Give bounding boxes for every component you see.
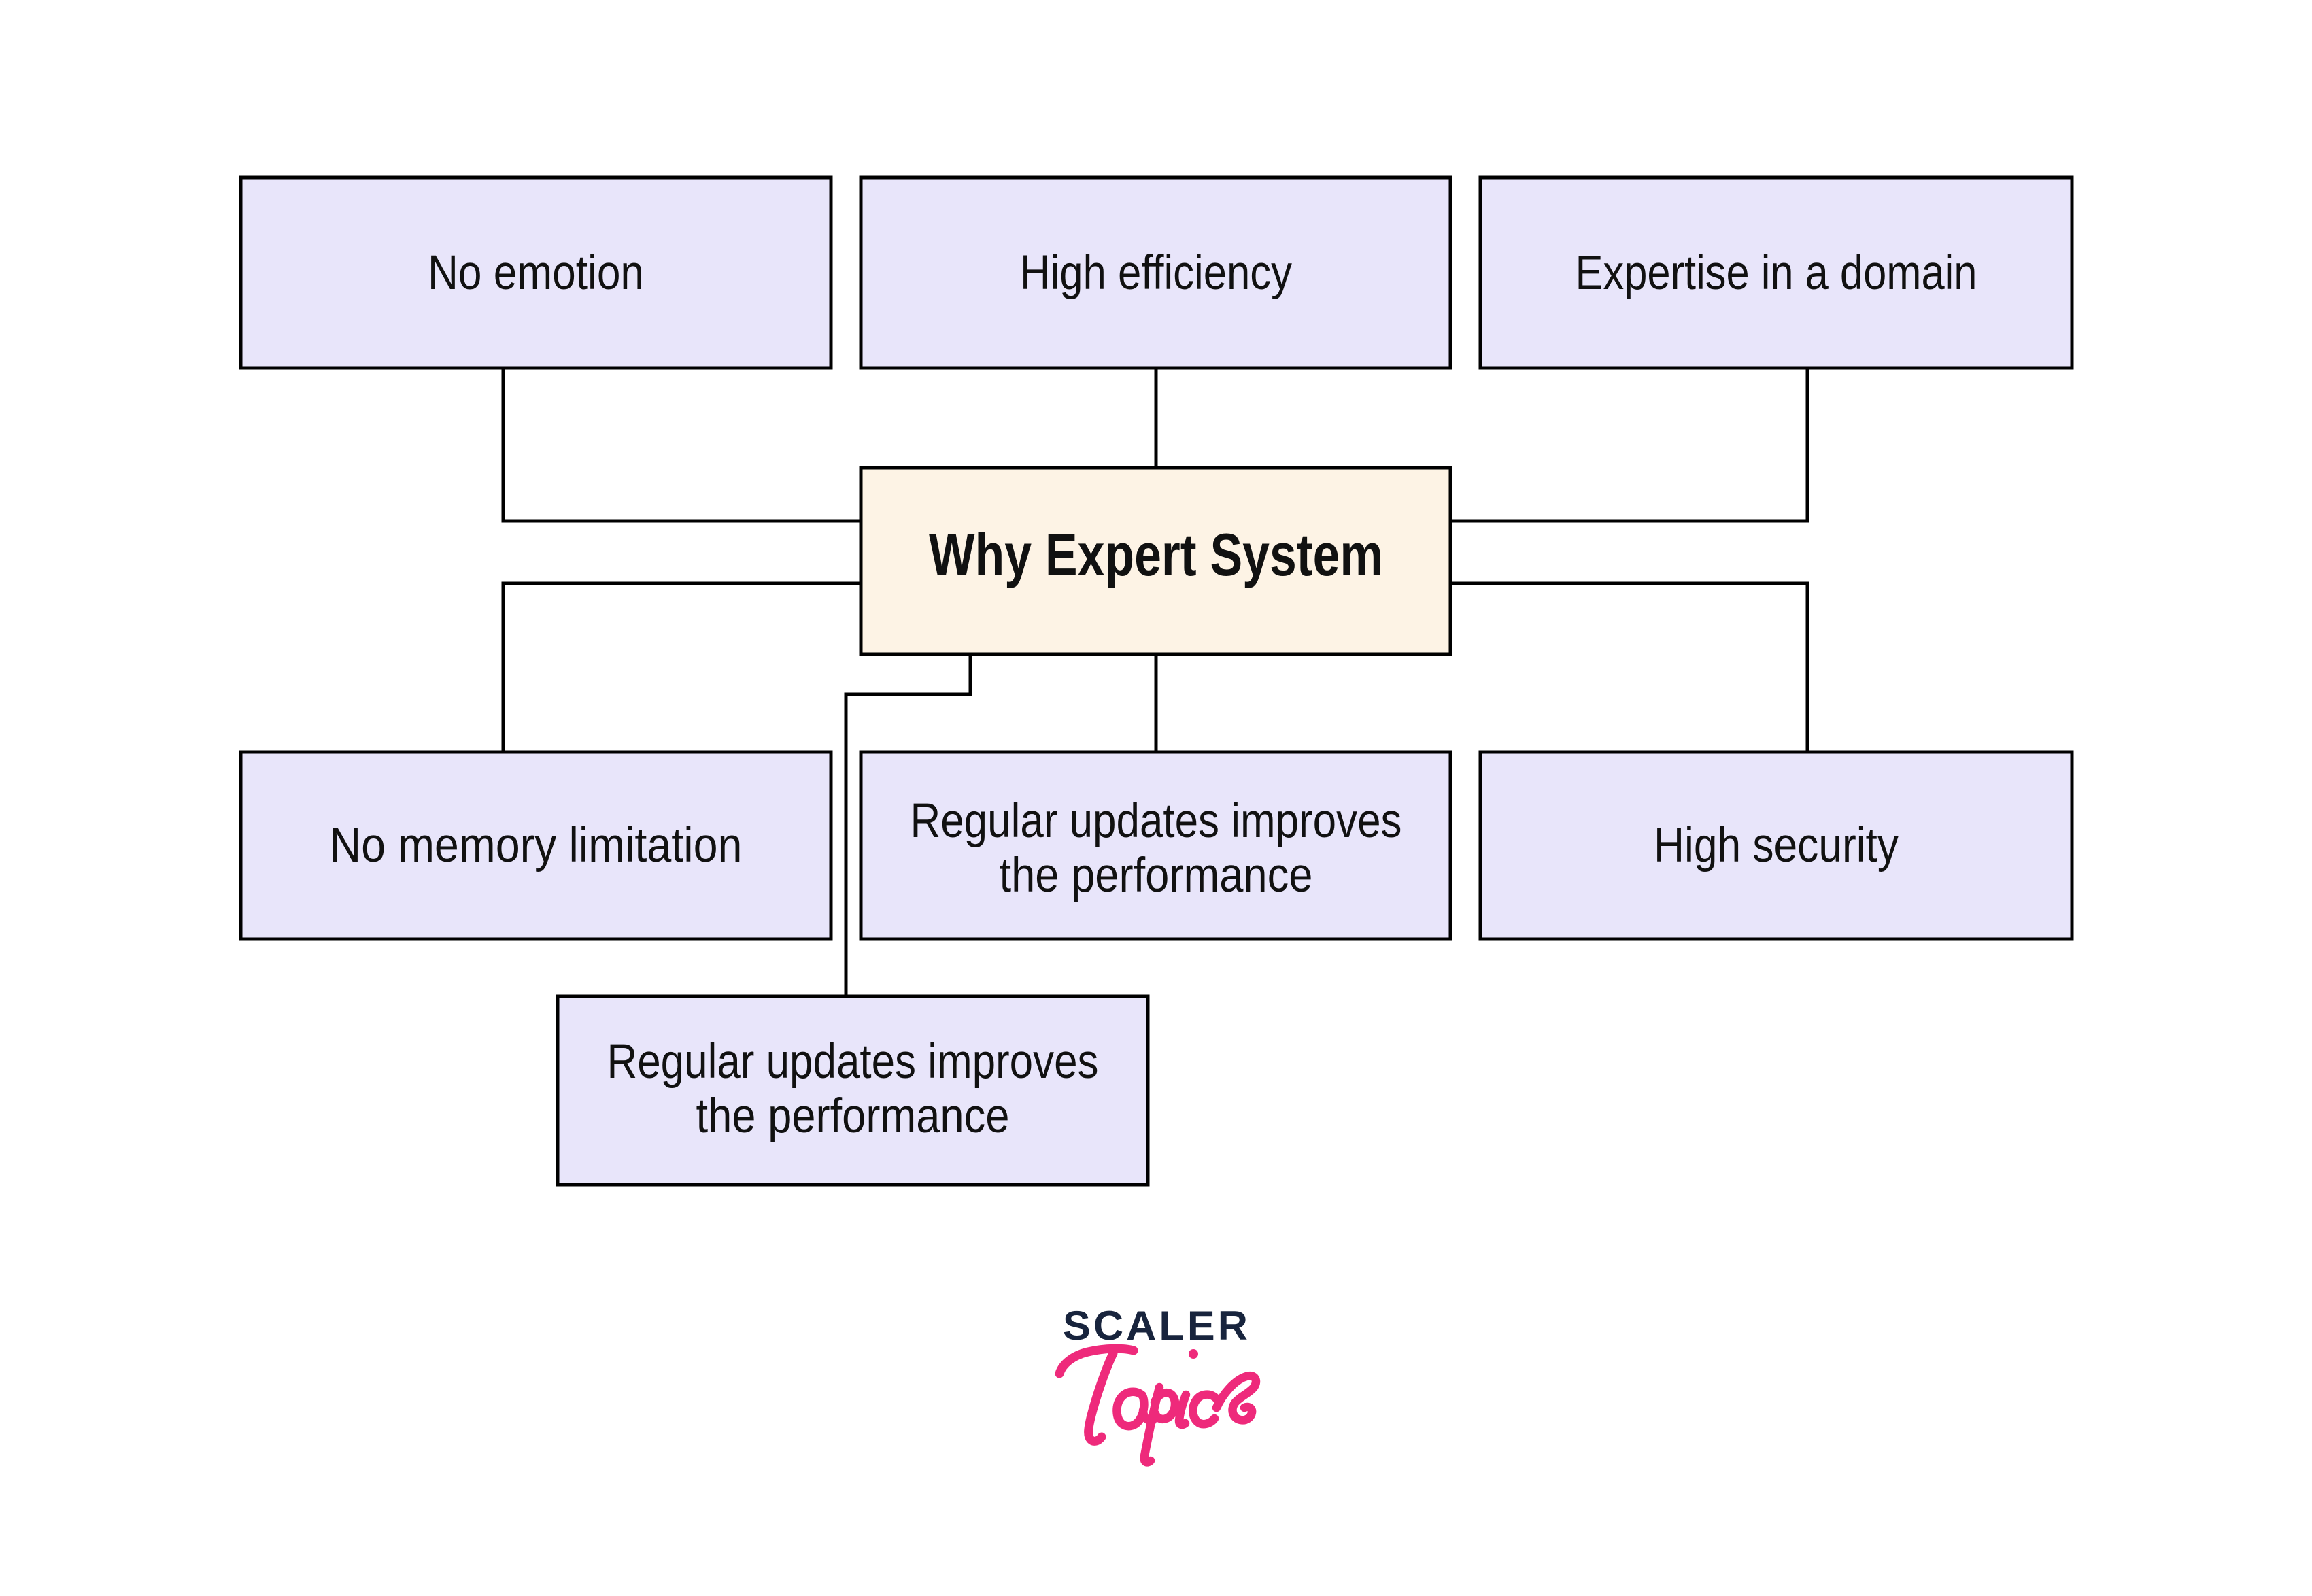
svg-text:the performance: the performance xyxy=(1000,849,1313,902)
svg-text:Regular updates improves: Regular updates improves xyxy=(607,1035,1099,1089)
svg-text:High efficiency: High efficiency xyxy=(1020,246,1292,300)
svg-text:No emotion: No emotion xyxy=(428,246,644,300)
svg-text:Expertise in a domain: Expertise in a domain xyxy=(1576,246,1977,300)
svg-text:SCALER: SCALER xyxy=(1063,1303,1251,1348)
svg-text:Regular updates improves: Regular updates improves xyxy=(911,794,1402,848)
svg-text:the performance: the performance xyxy=(696,1089,1010,1143)
svg-text:Why Expert System: Why Expert System xyxy=(929,521,1383,588)
svg-text:No memory limitation: No memory limitation xyxy=(330,819,743,872)
svg-text:High security: High security xyxy=(1654,819,1899,872)
